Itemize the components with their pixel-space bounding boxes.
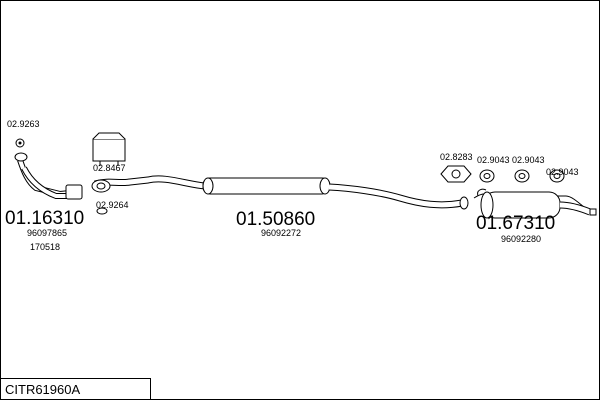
clamp-02-9263-part: [15, 138, 25, 148]
reference-code: CITR61960A: [5, 382, 80, 397]
accessory-code-02-9263: 02.9263: [7, 119, 40, 129]
section-part-number-01-16310: 01.16310: [5, 208, 84, 229]
section-oe-number-96092280: 96092280: [501, 234, 541, 244]
front-pipe: [14, 152, 83, 200]
section-part-number-01-50860: 01.50860: [236, 209, 315, 230]
gasket-02-9264-part: [96, 207, 108, 215]
bracket-02-8467-part: [92, 132, 126, 166]
centre-pipe: [91, 175, 469, 210]
section-oe-number-96092272: 96092272: [261, 228, 301, 238]
rear-silencer: [473, 188, 597, 219]
section-oe-number-96097865: 96097865: [27, 228, 67, 238]
accessory-code-02-8467: 02.8467: [93, 163, 126, 173]
accessory-code-02-9043-3: 02.9043: [546, 167, 579, 177]
clamp-02-8283-part: [440, 165, 472, 183]
hanger-02-9043-part-2: [514, 169, 530, 183]
hanger-02-9043-part-1: [479, 169, 495, 183]
hanger-02-9043-part-3: [549, 169, 565, 183]
section-oe-number-170518: 170518: [30, 242, 60, 252]
accessory-code-02-9043-1: 02.9043: [477, 155, 510, 165]
accessory-code-02-9264: 02.9264: [96, 200, 129, 210]
accessory-code-02-8283: 02.8283: [440, 152, 473, 162]
accessory-code-02-9043-2: 02.9043: [512, 155, 545, 165]
section-part-number-01-67310: 01.67310: [476, 213, 555, 234]
